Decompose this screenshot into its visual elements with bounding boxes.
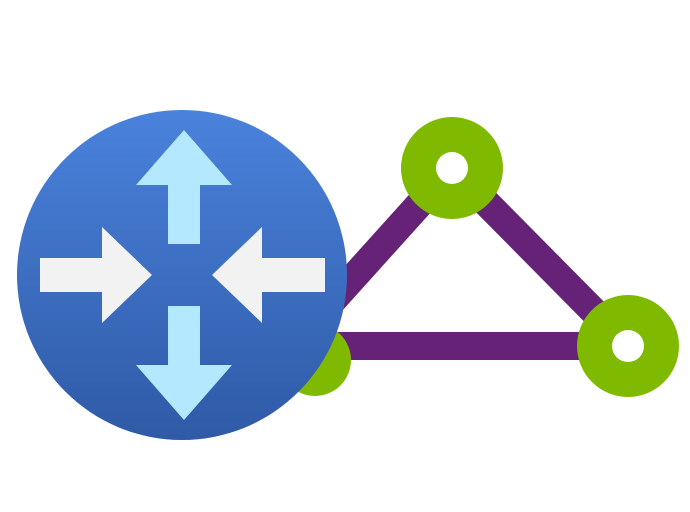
arrow-down-icon — [136, 306, 232, 420]
node-hole — [612, 330, 644, 362]
horizontal-arrows — [40, 227, 325, 323]
arrow-left-icon — [212, 227, 325, 323]
router-circle — [17, 110, 347, 440]
network-graph — [279, 117, 679, 397]
arrow-up-icon — [136, 130, 232, 244]
node-hole — [436, 152, 468, 184]
vertical-arrows — [136, 130, 232, 420]
arrow-right-icon — [40, 227, 152, 323]
